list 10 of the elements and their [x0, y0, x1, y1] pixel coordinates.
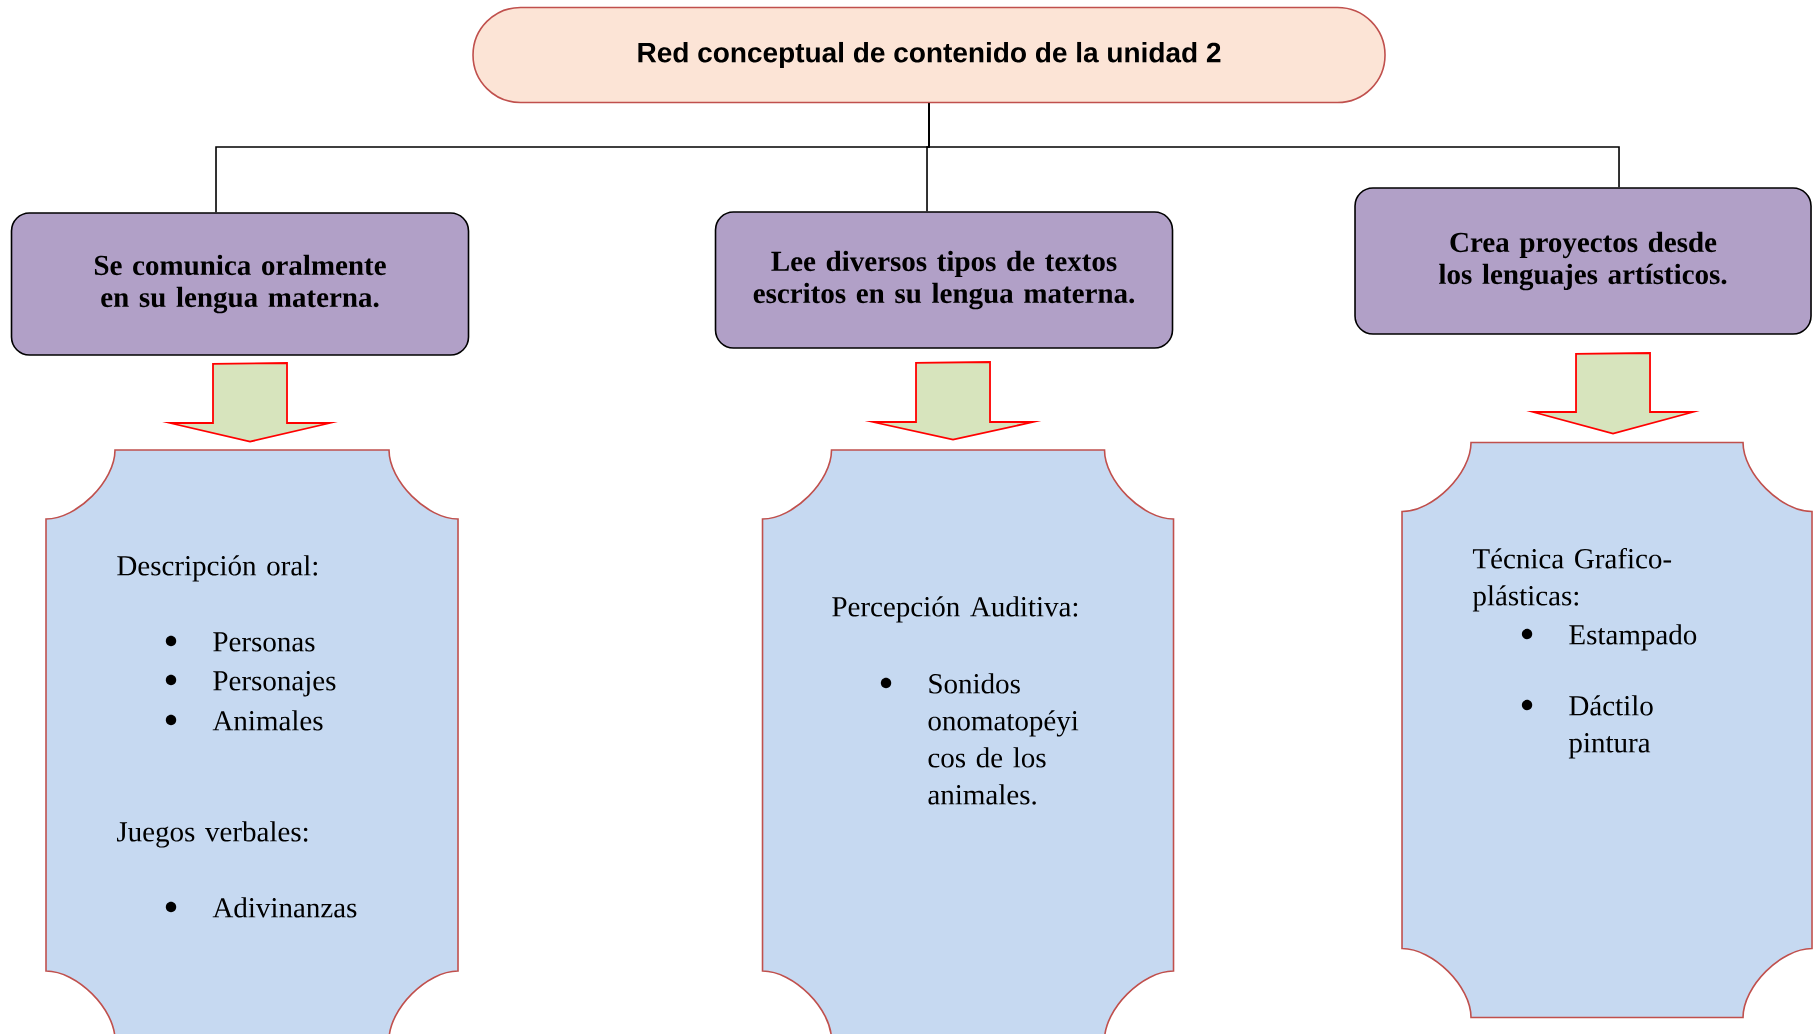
block-arrow: [864, 361, 1042, 441]
competency-box: Se comunica oralmente en su lengua materna.: [10, 212, 470, 356]
content-panel: Descripción oral: Personas Personajes Animales Juegos verbales: Adivinanzas: [45, 449, 459, 1034]
content-panel: Percepción Auditiva: Sonidos onomatopéyi cos de los animales.: [761, 449, 1175, 1034]
competency-box: Lee diversos tipos de textos escritos en su lengua materna.: [714, 211, 1174, 349]
competency-box: Crea proyectos desde los lenguajes artísticos.: [1354, 187, 1812, 335]
block-arrow: [162, 362, 338, 443]
connector-line: [928, 102, 1620, 188]
content-panel: Técnica Grafico-plásticas: Estampado Dáctilo pintura: [1401, 441, 1813, 1019]
block-arrow: [1526, 352, 1700, 435]
